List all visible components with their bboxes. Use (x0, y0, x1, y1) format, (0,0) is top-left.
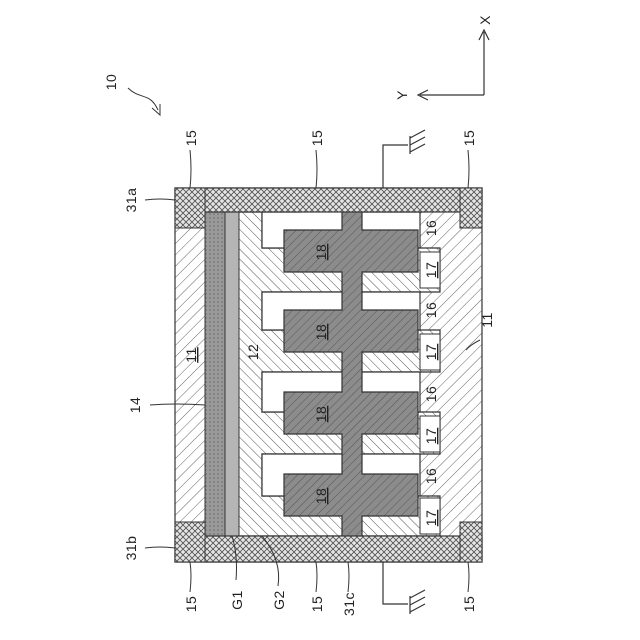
electrode-15-bottom (175, 536, 482, 562)
label-15-top-mid: 15 (309, 130, 325, 147)
label-15-top-right: 15 (461, 130, 477, 147)
label-17-c: 17 (423, 428, 439, 445)
label-31a: 31a (123, 188, 139, 213)
label-17-a: 17 (423, 262, 439, 279)
electrode-bottom-left-notch (175, 522, 205, 562)
label-15-bottom-right: 15 (461, 596, 477, 613)
label-g1: G1 (229, 590, 245, 610)
x-axis-label: X (477, 15, 493, 25)
label-11-left: 11 (183, 347, 199, 363)
label-g2: G2 (271, 590, 287, 610)
electrode-bottom-right-notch (460, 522, 482, 562)
label-18-a: 18 (313, 244, 329, 261)
ground-top (383, 130, 425, 188)
label-15-bottom-mid: 15 (309, 596, 325, 613)
label-16-c: 16 (423, 386, 439, 403)
label-18-b: 18 (313, 324, 329, 341)
region-14-strip (205, 212, 225, 536)
label-14: 14 (127, 397, 143, 414)
label-17-b: 17 (423, 344, 439, 361)
electrode-15-top (175, 188, 482, 212)
electrode-top-left-notch (175, 188, 205, 228)
label-17-d: 17 (423, 510, 439, 527)
label-18-c: 18 (313, 406, 329, 423)
ground-bottom (383, 562, 425, 614)
label-18-d: 18 (313, 488, 329, 505)
label-16-d: 16 (423, 468, 439, 485)
y-axis-label: Y (394, 90, 410, 100)
ref-10: 10 (103, 74, 119, 91)
label-16-b: 16 (423, 302, 439, 319)
label-12: 12 (245, 344, 261, 361)
electrode-top-right-notch (460, 188, 482, 228)
label-15-bottom-left: 15 (183, 596, 199, 613)
label-16-a: 16 (423, 220, 439, 237)
axes-indicator (418, 30, 489, 100)
ref-10-leader (128, 88, 158, 110)
gate-electrode-g1 (225, 212, 239, 536)
label-11-right: 11 (479, 312, 495, 328)
label-31c: 31c (341, 592, 357, 616)
label-15-top-left: 15 (183, 130, 199, 147)
label-31b: 31b (123, 536, 139, 561)
